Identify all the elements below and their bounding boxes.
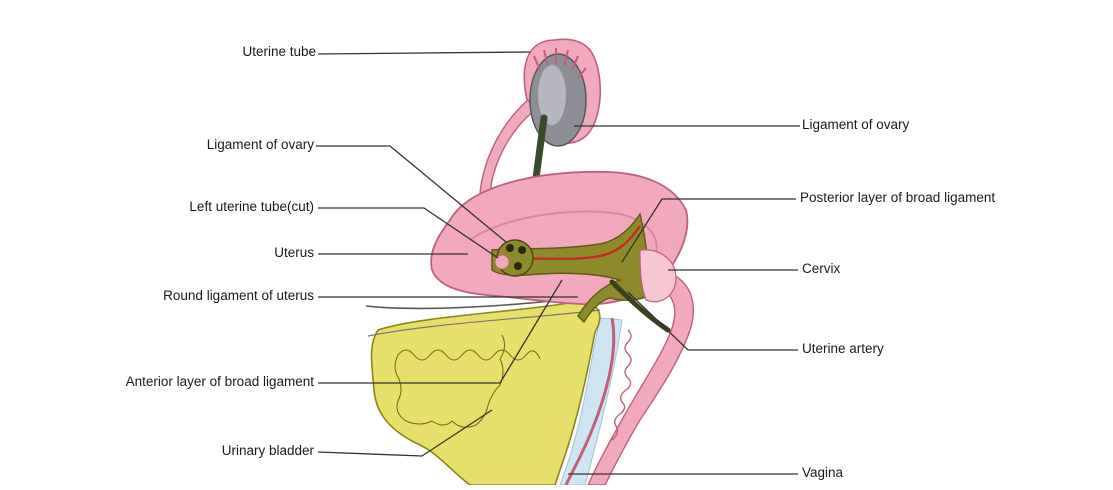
label-uterine-tube: Uterine tube [242,44,316,60]
label-vagina: Vagina [802,465,843,481]
label-ligament-of-ovary-right: Ligament of ovary [802,117,909,133]
label-ligament-of-ovary-left: Ligament of ovary [207,137,314,153]
cut-tube-dot-3 [514,262,522,270]
label-round-ligament: Round ligament of uterus [163,288,314,304]
cut-tube-dot-2 [518,246,526,254]
label-urinary-bladder: Urinary bladder [222,443,314,459]
label-uterus: Uterus [274,245,314,261]
cut-tube-dot-1 [506,244,514,252]
label-uterine-artery: Uterine artery [802,341,884,357]
label-anterior-layer: Anterior layer of broad ligament [126,374,314,390]
label-cervix: Cervix [802,261,840,277]
leader-uterine-tube [318,52,530,54]
label-posterior-layer: Posterior layer of broad ligament [800,190,995,206]
label-left-uterine-tube-cut: Left uterine tube(cut) [189,199,314,215]
